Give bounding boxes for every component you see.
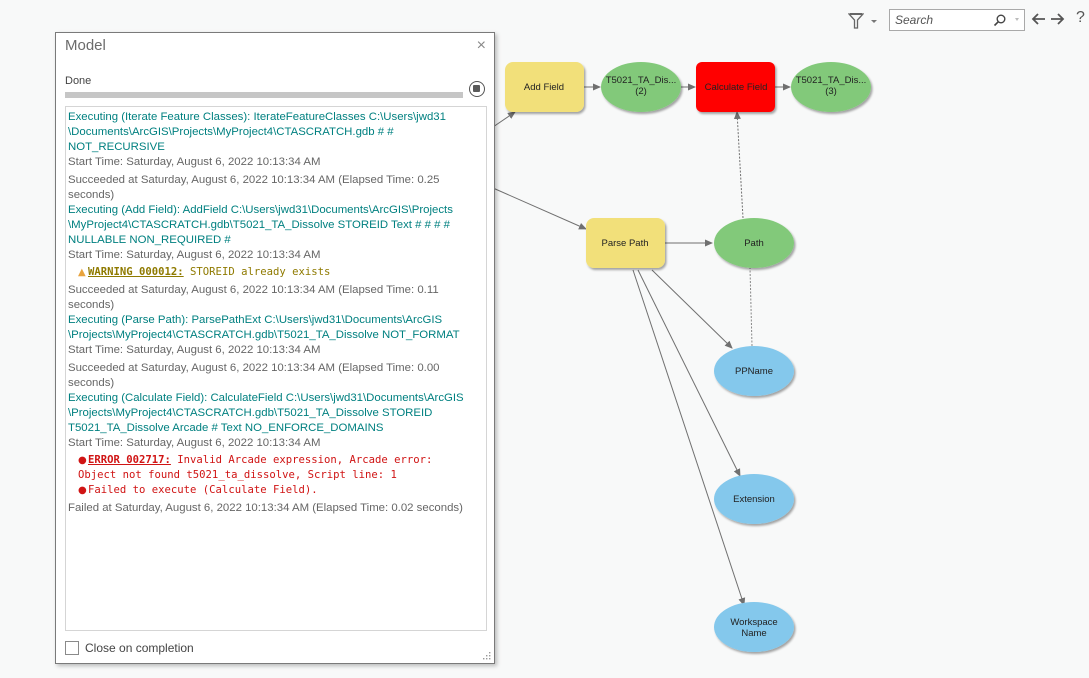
log-success-parsepath: Succeeded at Saturday, August 6, 2022 10… [68,361,484,391]
node-ppname-label: PPName [735,366,773,377]
log-line: Executing (Calculate Field): CalculateFi… [68,392,464,404]
log-line: \Documents\ArcGIS\Projects\MyProject4\CT… [68,126,394,138]
log-line: seconds) [68,299,115,311]
error-icon: ● [78,455,87,466]
log-line: seconds) [68,189,115,201]
log-warning-addfield: ▲WARNING 000012: STOREID already exists [68,265,484,280]
connector-parsepath-to-workspace [632,269,746,606]
search-icon[interactable] [993,13,1007,27]
node-extension[interactable]: Extension [714,474,794,524]
log-start-addfield: Start Time: Saturday, August 6, 2022 10:… [68,249,321,261]
log-line: NOT_RECURSIVE [68,141,165,153]
connector-parsepath-to-extension [637,269,741,477]
search-box[interactable] [889,9,1025,31]
node-add-field-label: Add Field [524,82,564,93]
connector-iterate-to-parsepath [492,187,587,230]
error-code-link[interactable]: ERROR 002717: [88,454,171,466]
progress-bar-fill [65,92,463,98]
log-exec-parsepath: Executing (Parse Path): ParsePathExt C:\… [68,313,484,343]
status-text: Done [65,75,92,87]
node-workspace-label-line2: Name [741,628,766,639]
connector-path-to-calc-precondition [733,111,744,219]
resize-grip-icon[interactable] [481,650,491,660]
close-on-completion-checkbox[interactable] [65,641,79,655]
warning-icon: ▲ [78,267,86,278]
connector-iterate-to-addfield [492,111,516,128]
log-line: \Projects\MyProject4\CTASCRATCH.gdb\T502… [68,407,433,419]
dialog-title: Model [65,37,106,54]
node-parse-path[interactable]: Parse Path [586,218,665,268]
log-exec-addfield: Executing (Add Field): AddField C:\Users… [68,203,484,248]
stop-button[interactable] [469,81,485,97]
log-line: Succeeded at Saturday, August 6, 2022 10… [68,362,440,374]
error-icon: ● [78,485,87,496]
diagram-toolbar: ? [848,9,1085,33]
filter-icon [848,13,864,29]
node-extension-label: Extension [733,494,775,505]
warning-text: STOREID already exists [183,266,331,278]
search-input[interactable] [890,13,990,27]
messages-log[interactable]: Executing (Iterate Feature Classes): Ite… [65,106,487,631]
close-on-completion-option[interactable]: Close on completion [65,641,194,655]
log-line: Executing (Parse Path): ParsePathExt C:\… [68,314,443,326]
progress-bar [65,92,463,98]
model-progress-dialog: Model × Done Executing (Iterate Feature … [55,32,495,664]
connector-ppname-to-path [749,267,753,347]
node-path-label: Path [744,238,764,249]
close-button[interactable]: × [476,37,486,54]
node-calculate-field[interactable]: Calculate Field [696,62,775,112]
node-add-field[interactable]: Add Field [505,62,584,112]
log-line: Executing (Iterate Feature Classes): Ite… [68,111,446,123]
node-calculate-field-label: Calculate Field [705,82,768,93]
log-line: Succeeded at Saturday, August 6, 2022 10… [68,174,440,186]
help-button[interactable]: ? [1076,9,1085,26]
log-line: Executing (Add Field): AddField C:\Users… [68,204,453,216]
node-t5021-2-label-line2: (2) [635,86,647,97]
node-workspace-name[interactable]: Workspace Name [714,602,794,652]
node-t5021-2-label-line1: T5021_TA_Dis... [606,75,677,86]
log-success-addfield: Succeeded at Saturday, August 6, 2022 10… [68,283,484,313]
connector-parsepath-to-ppname [651,269,733,349]
warning-code-link[interactable]: WARNING 000012: [88,266,184,278]
log-exec-iterate: Executing (Iterate Feature Classes): Ite… [68,110,484,155]
node-workspace-label-line1: Workspace [730,617,777,628]
node-t5021-ta-dissolve-3[interactable]: T5021_TA_Dis... (3) [791,62,871,112]
log-line: T5021_TA_Dissolve Arcade # Text NO_ENFOR… [68,422,384,434]
log-error-failed-execute: ●Failed to execute (Calculate Field). [68,483,484,498]
log-exec-calculatefield: Executing (Calculate Field): CalculateFi… [68,391,484,436]
log-line: Succeeded at Saturday, August 6, 2022 10… [68,284,439,296]
node-ppname[interactable]: PPName [714,346,794,396]
close-on-completion-label: Close on completion [85,641,194,655]
log-start-parsepath: Start Time: Saturday, August 6, 2022 10:… [68,344,321,356]
search-options-dropdown[interactable] [1015,18,1019,21]
log-start-calculatefield: Start Time: Saturday, August 6, 2022 10:… [68,437,321,449]
error-text: Invalid Arcade expression, Arcade error: [170,454,433,466]
node-t5021-ta-dissolve-2[interactable]: T5021_TA_Dis... (2) [601,62,681,112]
log-line: seconds) [68,377,115,389]
log-line: \Projects\MyProject4\CTASCRATCH.gdb\T502… [68,329,460,341]
chevron-down-icon [871,20,877,23]
log-start-iterate: Start Time: Saturday, August 6, 2022 10:… [68,156,321,168]
log-line: \MyProject4\CTASCRATCH.gdb\T5021_TA_Diss… [68,219,450,231]
error-text: Failed to execute (Calculate Field). [88,484,318,496]
log-success-iterate: Succeeded at Saturday, August 6, 2022 10… [68,173,484,203]
arrow-left-icon[interactable] [1031,10,1047,28]
node-path[interactable]: Path [714,218,794,268]
node-parse-path-label: Parse Path [602,238,649,249]
filter-button[interactable] [848,10,882,32]
arrow-right-icon[interactable] [1049,10,1065,28]
node-t5021-3-label-line1: T5021_TA_Dis... [796,75,867,86]
stop-icon [473,85,480,92]
log-error-calculatefield: ●ERROR 002717: Invalid Arcade expression… [68,453,484,483]
log-line: NULLABLE NON_REQUIRED # [68,234,231,246]
error-text-continued: Object not found t5021_ta_dissolve, Scri… [78,469,397,481]
log-failed-calculatefield: Failed at Saturday, August 6, 2022 10:13… [68,502,463,514]
node-t5021-3-label-line2: (3) [825,86,837,97]
